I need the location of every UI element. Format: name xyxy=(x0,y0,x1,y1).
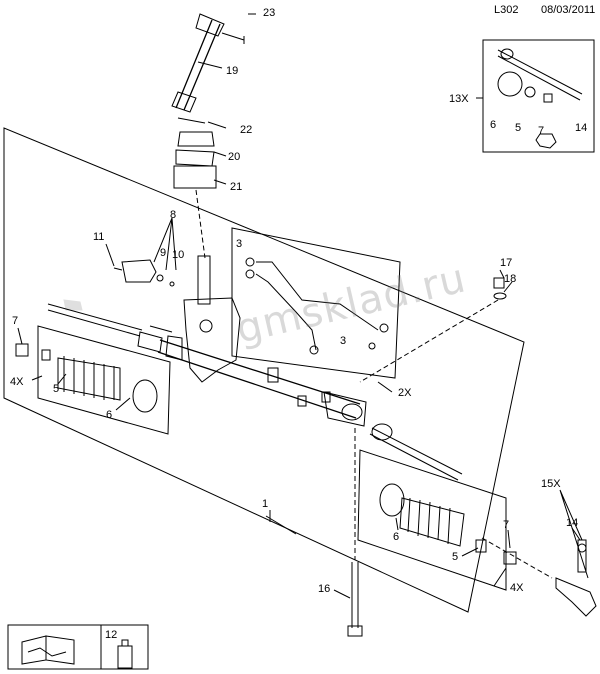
callout-15x: 15X xyxy=(541,478,561,490)
detail-box-13x xyxy=(482,39,595,153)
callout-23: 23 xyxy=(263,7,275,19)
callout-6-right: 6 xyxy=(393,531,399,543)
callout-7-left: 7 xyxy=(12,315,18,327)
manual-book-icon xyxy=(21,635,75,665)
callout-5-left: 5 xyxy=(53,383,59,395)
callout-12: 12 xyxy=(105,629,117,641)
assembly-frame xyxy=(3,127,525,613)
sensor-assembly xyxy=(121,259,157,283)
callout-9: 9 xyxy=(160,247,166,259)
grease-tube-icon xyxy=(117,639,133,669)
hydraulic-pipe-b xyxy=(255,273,317,351)
diagram-code: L302 xyxy=(494,4,519,16)
callout-22: 22 xyxy=(240,124,252,136)
callout-4x-left: 4X xyxy=(10,376,24,388)
callout-19: 19 xyxy=(226,65,238,77)
callout-7-detail: 7 xyxy=(538,125,544,137)
pinion-housing xyxy=(183,297,241,383)
rack-tube xyxy=(157,339,361,419)
callout-7-right: 7 xyxy=(503,519,509,531)
callout-4x-right: 4X xyxy=(510,582,524,594)
inset-box-left xyxy=(37,325,171,435)
boot-left xyxy=(57,357,121,401)
callout-8: 8 xyxy=(170,209,176,221)
pinion-shaft xyxy=(197,255,211,305)
left-tie-rod xyxy=(47,303,143,337)
callout-10: 10 xyxy=(172,249,184,261)
callout-18: 18 xyxy=(504,273,516,285)
boot-right xyxy=(399,497,465,547)
callout-3-right: 3 xyxy=(340,335,346,347)
callout-5-detail: 5 xyxy=(515,122,521,134)
callout-14-right: 14 xyxy=(566,517,578,529)
hydraulic-pipe-a xyxy=(256,261,379,331)
rack-end-housing xyxy=(323,391,367,427)
callout-14-detail: 14 xyxy=(575,122,587,134)
column-boot xyxy=(175,131,215,167)
steering-shaft xyxy=(175,19,221,111)
inset-box-right xyxy=(357,449,507,591)
callout-6-detail: 6 xyxy=(490,119,496,131)
callout-1: 1 xyxy=(262,498,268,510)
inset-box-pipes xyxy=(231,227,401,379)
right-tie-rod xyxy=(369,427,463,481)
callout-20: 20 xyxy=(228,151,240,163)
callout-2x: 2X xyxy=(398,387,412,399)
tie-rod-end xyxy=(555,577,597,617)
callout-3-top: 3 xyxy=(236,238,242,250)
callout-16: 16 xyxy=(318,583,330,595)
diagram-date: 08/03/2011 xyxy=(541,4,596,16)
callout-6-left: 6 xyxy=(106,409,112,421)
callout-13x: 13X xyxy=(449,93,469,105)
callout-5-right: 5 xyxy=(452,551,458,563)
callout-11: 11 xyxy=(93,231,104,243)
mount-bolt xyxy=(351,562,359,628)
callout-21: 21 xyxy=(230,181,242,193)
callout-17: 17 xyxy=(500,257,512,269)
legend-box xyxy=(7,624,149,670)
